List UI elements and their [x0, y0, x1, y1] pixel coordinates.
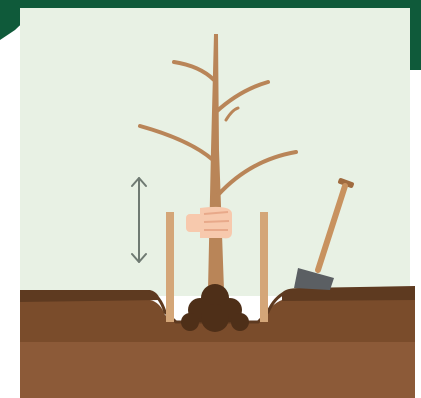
- soil-bottom-layer: [20, 340, 415, 398]
- soil-rim-left: [20, 290, 160, 302]
- right-stake: [260, 212, 268, 322]
- left-stake: [166, 212, 174, 322]
